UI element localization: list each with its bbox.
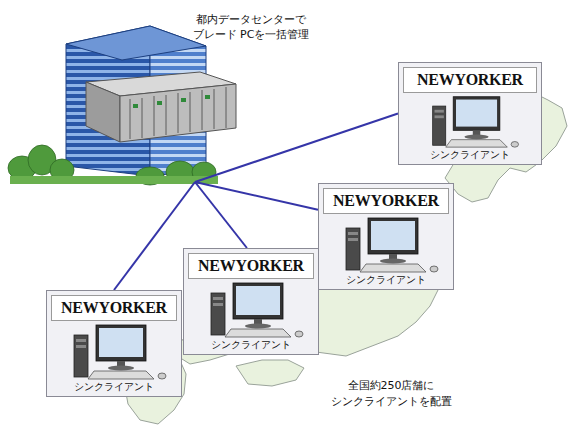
heading-text: 都内データセンターで ブレード PCを一括管理 bbox=[184, 12, 318, 42]
device-caption: シンクライアント bbox=[47, 380, 181, 393]
data-center-node: 都内データセンターで ブレード PCを一括管理 bbox=[60, 6, 335, 182]
thin-client-picture bbox=[184, 279, 318, 339]
store-logo: NEWYORKER bbox=[403, 67, 537, 93]
thin-client-picture bbox=[47, 321, 181, 381]
device-caption: シンクライアント bbox=[184, 338, 318, 351]
store-logo: NEWYORKER bbox=[323, 188, 449, 214]
thin-client-icon bbox=[319, 214, 453, 274]
blade-server bbox=[86, 72, 236, 142]
device-caption: シンクライアント bbox=[319, 273, 453, 286]
thin-client-icon bbox=[184, 279, 318, 339]
store-logo: NEWYORKER bbox=[188, 253, 314, 279]
store-box: NEWYORKER シンクライアント bbox=[183, 248, 319, 355]
thin-client-picture bbox=[399, 93, 541, 149]
thin-client-icon bbox=[47, 321, 181, 381]
store-box: NEWYORKER シンクライアント bbox=[398, 62, 542, 165]
note-label: 全国約250店舗に シンクライアントを配置 bbox=[326, 378, 456, 410]
network-line bbox=[195, 182, 247, 248]
store-box: NEWYORKER シンクライアント bbox=[318, 183, 454, 290]
trees bbox=[8, 145, 218, 185]
store-logo: NEWYORKER bbox=[51, 295, 177, 321]
thin-client-icon bbox=[399, 93, 541, 149]
shikoku bbox=[236, 360, 304, 386]
device-caption: シンクライアント bbox=[399, 148, 541, 161]
network-line bbox=[195, 114, 398, 183]
store-box: NEWYORKER シンクライアント bbox=[46, 290, 182, 397]
thin-client-picture bbox=[319, 214, 453, 274]
